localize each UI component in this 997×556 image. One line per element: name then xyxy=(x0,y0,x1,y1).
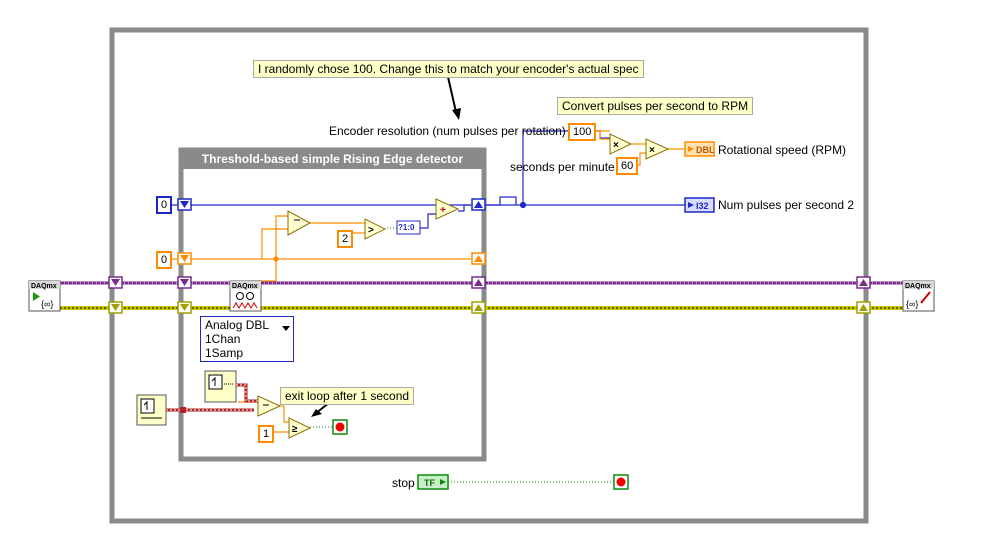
svg-text:>: > xyxy=(368,225,374,236)
stop-control-terminal[interactable] xyxy=(417,474,449,490)
label-num-pulses: Num pulses per second 2 xyxy=(718,198,855,212)
svg-text:×: × xyxy=(613,140,619,151)
shift-register-tunnels xyxy=(108,198,871,314)
daqmx-start-task-icon: DAQmx {∞} xyxy=(28,280,61,312)
daqmx-clear-task-icon: DAQmx {∞} xyxy=(902,280,935,312)
svg-text:DAQmx: DAQmx xyxy=(31,283,57,290)
pulses-indicator-terminal xyxy=(684,197,715,213)
threshold-constant[interactable]: 2 xyxy=(337,230,354,248)
inner-loop-title: Threshold-based simple Rising Edge detec… xyxy=(181,150,484,169)
greater-equal-node: > xyxy=(364,218,387,240)
svg-text:≥: ≥ xyxy=(292,424,298,435)
exit-seconds-constant[interactable]: 1 xyxy=(258,425,275,443)
multiply-node-2: × xyxy=(645,138,670,160)
seconds-per-minute-constant[interactable]: 60 xyxy=(616,157,639,175)
tick-count-icon-inner xyxy=(204,370,237,403)
rpm-indicator-terminal xyxy=(684,141,715,157)
svg-text:DAQmx: DAQmx xyxy=(905,283,931,290)
dbl-tag: DBL xyxy=(696,145,715,155)
elapsed-compare-node: ≥ xyxy=(288,417,312,439)
inner-stop-terminal[interactable] xyxy=(332,419,348,435)
zero-dbl-constant[interactable]: 0 xyxy=(156,251,173,269)
svg-text:×: × xyxy=(649,145,655,156)
outer-while-loop xyxy=(109,27,869,524)
encoder-resolution-constant[interactable]: 100 xyxy=(568,123,597,141)
inner-while-loop xyxy=(178,147,487,462)
zero-int-constant[interactable]: 0 xyxy=(156,196,173,214)
read-mode-line-1: Analog DBL xyxy=(205,318,270,332)
svg-text:{∞}: {∞} xyxy=(906,299,918,309)
outer-stop-terminal[interactable] xyxy=(613,474,629,490)
add-node: + xyxy=(435,198,460,220)
label-rotational-speed: Rotational speed (RPM) xyxy=(718,143,847,157)
daq-read-mode-selector[interactable]: Analog DBL 1Chan 1Samp xyxy=(200,316,294,362)
svg-text:+: + xyxy=(440,205,446,216)
svg-text:DAQmx: DAQmx xyxy=(232,283,258,290)
i32-tag: I32 xyxy=(696,201,709,211)
tf-tag: TF xyxy=(424,478,435,488)
note-convert-rpm: Convert pulses per second to RPM xyxy=(557,97,754,115)
tick-count-icon-outer xyxy=(136,394,167,426)
chevron-down-icon xyxy=(282,326,290,331)
svg-text:{∞}: {∞} xyxy=(41,299,53,309)
note-random-choice: I randomly chose 100. Change this to mat… xyxy=(253,60,644,78)
read-mode-line-2: 1Chan 1Samp xyxy=(205,332,244,360)
note-exit-loop: exit loop after 1 second xyxy=(280,387,415,405)
subtract-node xyxy=(287,210,312,236)
label-seconds-per-minute: seconds per minute xyxy=(510,160,615,174)
boolean-wires xyxy=(310,227,614,483)
label-stop: stop xyxy=(392,476,415,490)
bool-to-int-tag: ?1:0 xyxy=(398,223,415,232)
note-arrow-encoder xyxy=(447,76,461,120)
label-encoder-resolution: Encoder resolution (num pulses per rotat… xyxy=(329,124,566,138)
elapsed-subtract-node xyxy=(257,395,282,417)
daqmx-read-icon: DAQmx xyxy=(229,280,262,312)
multiply-node: × xyxy=(609,133,633,155)
